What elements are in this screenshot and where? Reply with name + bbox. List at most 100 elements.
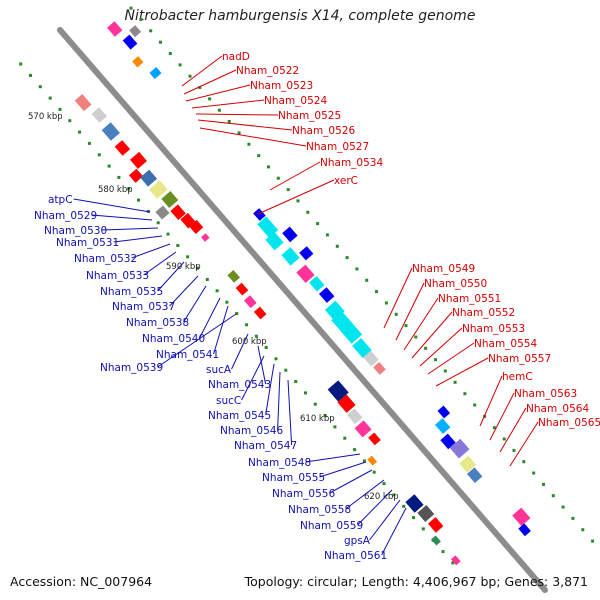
track-dot	[156, 221, 160, 225]
gene-feature	[282, 226, 298, 243]
track-dot	[286, 188, 290, 192]
leader-line	[419, 327, 463, 367]
leader-line	[369, 499, 401, 541]
track-dot	[323, 414, 327, 417]
track-dot	[414, 335, 418, 339]
track-dot	[196, 266, 199, 270]
gene-label: Nham_0550	[424, 278, 487, 290]
leader-line	[329, 469, 373, 494]
leader-line	[197, 119, 293, 131]
gene-feature	[257, 216, 279, 238]
gene-feature	[427, 517, 444, 533]
gene-feature	[354, 420, 372, 438]
track-dot	[343, 436, 347, 440]
gene-feature	[235, 282, 249, 296]
track-dot	[267, 165, 270, 169]
leader-line	[411, 311, 453, 359]
leader-line	[489, 392, 515, 441]
track-dot	[362, 459, 366, 463]
gene-feature	[363, 350, 379, 367]
track-dot	[235, 312, 239, 315]
track-dot	[353, 448, 357, 452]
track-dot	[38, 85, 42, 89]
track-dot	[375, 290, 378, 294]
leader-line	[213, 305, 229, 355]
track-dot	[561, 505, 565, 509]
gene-feature	[189, 219, 204, 234]
leader-line	[191, 99, 265, 109]
gene-label: Nham_0547	[234, 440, 297, 452]
leader-line	[199, 127, 307, 147]
gene-feature	[161, 191, 179, 208]
gene-label: Nham_0541	[156, 349, 219, 361]
track-dot	[129, 6, 133, 10]
gene-feature	[337, 394, 356, 413]
kbp-label: 620 kbp	[364, 492, 399, 502]
track-dot	[208, 97, 212, 101]
gene-label: Nham_0553	[462, 323, 525, 335]
leader-line	[241, 355, 265, 401]
gene-labels: nadDNham_0522Nham_0523Nham_0524Nham_0525…	[34, 51, 600, 562]
gene-feature	[309, 275, 325, 292]
gene-label: sucA	[206, 364, 232, 376]
leader-line	[509, 421, 539, 467]
gene-label: Nham_0558	[288, 504, 351, 516]
gene-label: Nham_0533	[86, 270, 149, 282]
gene-label: gpsA	[344, 535, 371, 547]
track-dot	[176, 244, 180, 247]
gene-label: Nham_0552	[452, 307, 515, 319]
gene-feature	[101, 122, 120, 141]
gene-feature	[114, 140, 131, 156]
track-dot	[168, 52, 172, 55]
gene-feature	[450, 555, 461, 566]
gene-label: Nham_0534	[320, 157, 383, 169]
leader-line	[499, 407, 527, 453]
gene-feature	[122, 34, 138, 50]
track-dot	[394, 312, 398, 316]
leader-line	[185, 84, 251, 102]
gene-feature	[405, 494, 424, 513]
gene-feature	[341, 322, 363, 344]
track-dot	[492, 426, 496, 430]
gene-label: Nham_0527	[306, 141, 369, 153]
leader-line	[143, 251, 177, 276]
track-dot	[217, 108, 221, 112]
track-dot	[127, 187, 131, 191]
track-dot	[345, 256, 349, 260]
topology-text: Topology: circular; Length: 4,406,967 bp…	[244, 574, 588, 589]
track-dot	[149, 29, 153, 33]
leader-line	[231, 333, 249, 370]
track-dot	[237, 131, 241, 135]
gene-feature	[299, 246, 314, 261]
track-dot	[274, 357, 278, 361]
track-dot	[333, 425, 337, 429]
track-dot	[412, 516, 415, 520]
track-dot	[107, 164, 111, 168]
gene-label: Nham_0537	[112, 301, 175, 313]
leader-line	[183, 285, 207, 323]
gene-feature	[440, 433, 456, 450]
track-dot	[296, 199, 300, 203]
leader-line	[113, 235, 163, 243]
leader-line	[181, 55, 223, 87]
gene-feature	[149, 180, 168, 199]
track-dot	[276, 176, 280, 180]
track-dot	[551, 494, 555, 498]
map-title: Nitrobacter hamburgensis X14, complete g…	[124, 8, 476, 24]
gene-feature	[373, 362, 386, 375]
gene-label: Nham_0556	[272, 488, 335, 500]
gene-feature	[437, 405, 451, 419]
gene-feature	[170, 204, 186, 221]
kbp-label: 600 kbp	[232, 337, 267, 347]
track-dot	[198, 86, 202, 89]
track-dot	[502, 437, 506, 441]
gene-feature	[128, 168, 144, 183]
gene-feature	[518, 523, 531, 537]
leader-line	[265, 363, 275, 416]
track-dot	[443, 369, 447, 373]
gene-label: Nham_0526	[292, 125, 355, 137]
track-dot	[306, 210, 310, 214]
leader-line	[277, 371, 281, 431]
track-dot	[316, 222, 320, 226]
track-dot	[284, 368, 288, 372]
